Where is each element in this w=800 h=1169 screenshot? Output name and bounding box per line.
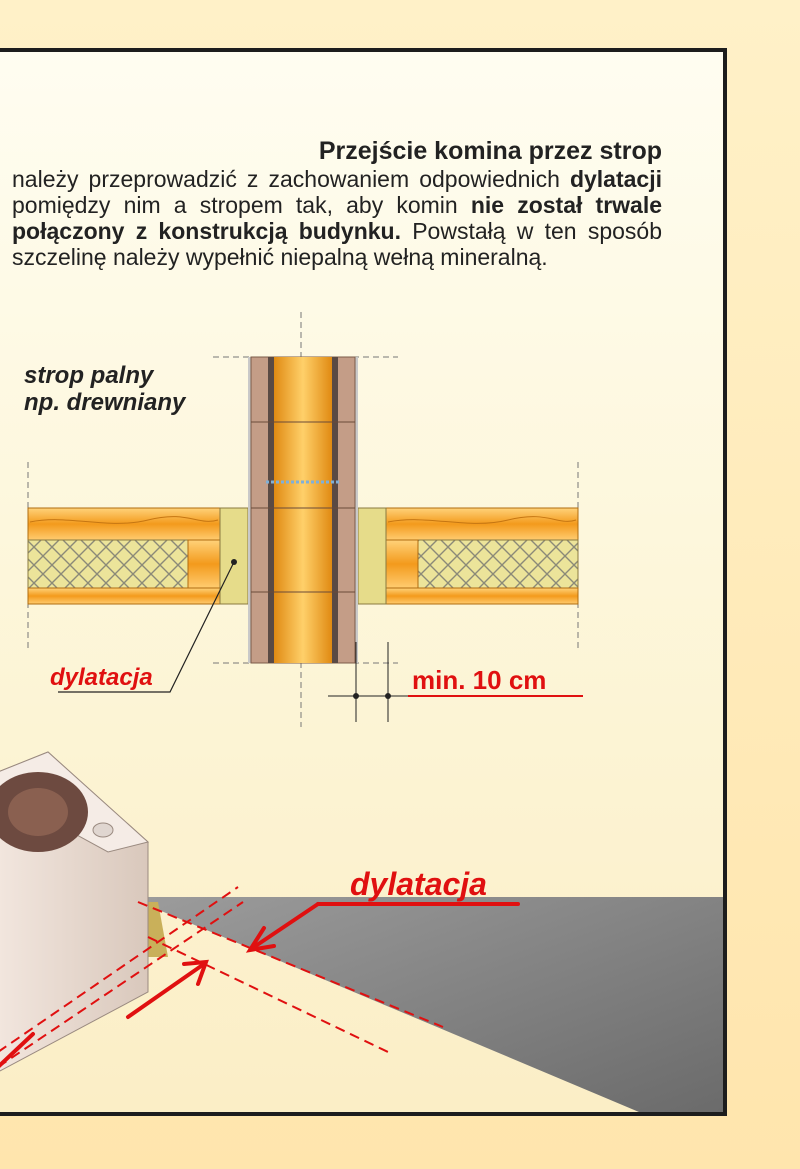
dilatation-filler-right	[357, 507, 387, 605]
strop-label-line2: np. drewniany	[24, 389, 186, 416]
dylatacja-section-label: dylatacja	[50, 664, 153, 691]
dylatacja-perspective-label: dylatacja	[350, 866, 487, 902]
perspective-floor	[128, 897, 723, 1112]
right-floor-slab	[385, 507, 579, 605]
strop-label: strop palny np. drewniany	[24, 362, 185, 416]
min-gap-dimension	[328, 642, 583, 722]
dilatation-filler-left	[219, 507, 249, 605]
intro-bold-dylatacji: dylatacji	[569, 166, 662, 192]
intro-title: Przejście komina przez strop	[318, 137, 662, 165]
chimney-block	[248, 356, 358, 664]
min-gap-label: min. 10 cm	[412, 665, 547, 695]
intro-sentence-3: Powstałą w ten sposób szczelinę należy w…	[12, 218, 662, 270]
intro-sentence-1: należy przeprowadzić z zachowaniem odpow…	[12, 166, 560, 192]
left-floor-slab	[27, 507, 221, 605]
intro-sentence-2: pomiędzy nim a stropem tak, aby komin	[12, 192, 458, 218]
diagram-panel: Przejście komina przez strop należy prze…	[0, 48, 727, 1116]
dilatation-dashes	[0, 886, 444, 1067]
dilatation-arrows	[0, 902, 520, 1068]
chimney-section-drawing	[0, 312, 723, 1112]
dylatacja-leader	[58, 561, 235, 693]
perspective-chimney-block	[0, 751, 150, 1072]
strop-label-line1: strop palny	[24, 362, 154, 389]
intro-bold-statement: nie został trwale połączony z konstrukcj…	[12, 192, 663, 244]
intro-text: Przejście komina przez strop należy prze…	[12, 138, 662, 270]
